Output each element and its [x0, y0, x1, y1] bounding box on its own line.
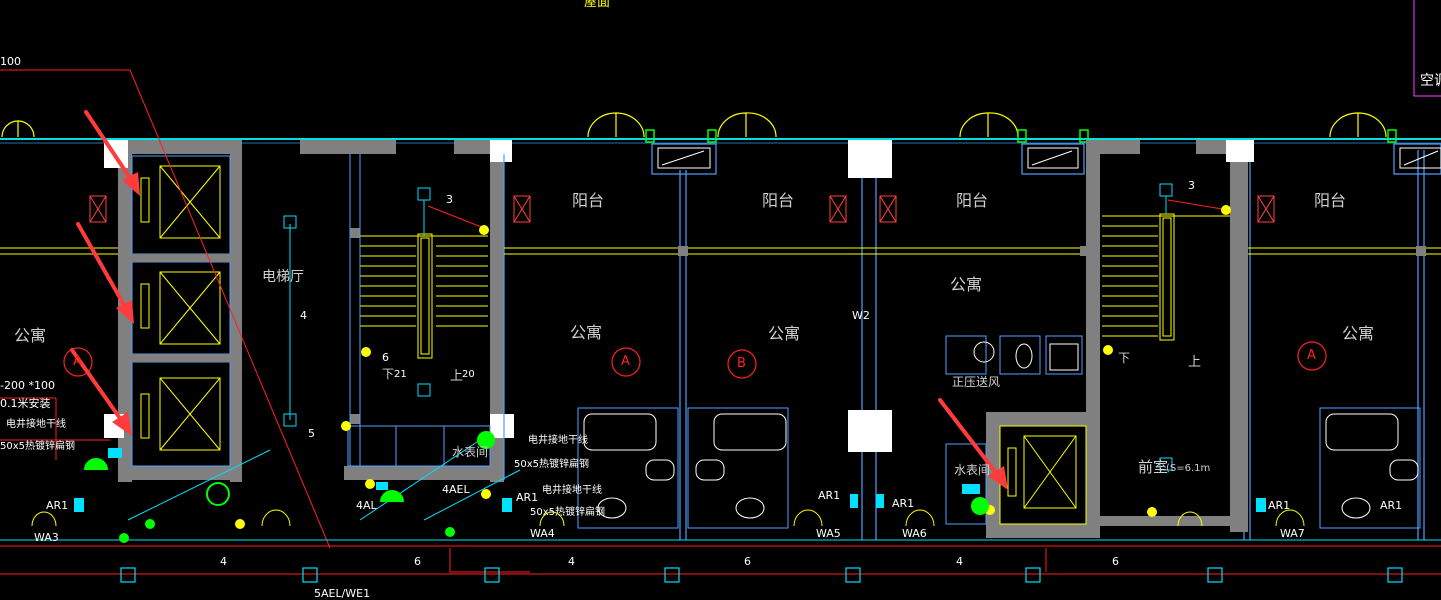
stair-down-label-1: 下 [382, 367, 395, 381]
wire-count-4a: 4 [300, 309, 307, 322]
unit-partition-walls [503, 143, 1441, 540]
wire-count-6d: 6 [1112, 555, 1119, 568]
panel-ar1-1: AR1 [46, 499, 69, 512]
wire-count-4b: 4 [220, 555, 227, 568]
water-meter-label-2: 水表间 [954, 463, 991, 477]
balcony-label-3: 阳台 [956, 191, 989, 210]
panel-ar1-4: AR1 [892, 497, 915, 510]
dimension-100-label: 100 [0, 55, 21, 68]
apartment-label-2: 公寓 [570, 323, 603, 342]
shaft-white-block [848, 140, 892, 178]
unit-type-b: B [737, 356, 746, 371]
apartment-label-4: 公寓 [950, 275, 983, 294]
shaft-steel-note-1: 50x5热镀锌扁钢 [514, 459, 590, 470]
panel-4ael-label: 4AEL [442, 483, 470, 496]
green-devices [84, 431, 989, 543]
red-wiring [0, 69, 1441, 575]
balcony-label-4: 阳台 [1314, 191, 1347, 210]
wire-count-3b: 3 [1188, 179, 1195, 192]
aircon-box-top-right [1413, 0, 1441, 97]
balcony-doors [1, 112, 1387, 138]
lamp-fixtures [235, 205, 1231, 529]
aircon-label: 空调 [1420, 73, 1441, 89]
junction-boxes-bottom [120, 567, 1403, 583]
unit-type-a-3: A [1307, 348, 1316, 363]
socket-arcs-bottom [31, 509, 1305, 527]
shaft-trunk-note-2: 电井接地干线 [542, 485, 602, 496]
left-note-height: 0.1米安装 [0, 397, 51, 410]
wire-count-21a: 21 [394, 369, 407, 380]
cyan-panel-boxes [74, 448, 1266, 512]
front-room-label: 前室 [1138, 458, 1169, 476]
unit-type-circles [63, 341, 1327, 379]
panel-4al-label: 4AL [356, 499, 377, 512]
apartment-label-1: 公寓 [14, 326, 47, 345]
wire-count-6b: 6 [414, 555, 421, 568]
shaft-trunk-note-1: 电井接地干线 [528, 435, 588, 446]
circuit-wa5: WA5 [816, 527, 841, 540]
stair-down-label-2: 下 [1118, 351, 1131, 365]
circuit-5ael: 5AEL/WE1 [314, 587, 371, 600]
stair-up-label-1: 上 [450, 369, 464, 384]
wire-count-4c: 4 [568, 555, 575, 568]
wall-joint-blocks [232, 246, 1426, 256]
wire-count-6a: 6 [382, 351, 389, 364]
panel-ar1-5: AR1 [1268, 499, 1291, 512]
interior-yellow-lines [0, 247, 1441, 255]
balcony-label-1: 阳台 [572, 191, 605, 210]
window-ac-units [657, 147, 1441, 169]
panel-ar1-3: AR1 [818, 489, 841, 502]
wire-count-5: 5 [308, 427, 315, 440]
unit-type-a-2: A [621, 354, 630, 369]
stair-core-left [300, 140, 514, 482]
red-annotation-arrows [70, 110, 1008, 490]
stair-up-label-2: 上 [1188, 355, 1202, 370]
wire-count-4d: 4 [956, 555, 963, 568]
circuit-wa7: WA7 [1280, 527, 1305, 540]
panel-ar1-2: AR1 [516, 491, 539, 504]
circuit-w2: W2 [852, 309, 870, 322]
panel-ar1-6: AR1 [1380, 499, 1403, 512]
vent-x-boxes [89, 195, 1275, 223]
left-note-trunk: 电井接地干线 [6, 419, 66, 430]
shaft-steel-note-2: 50x5热镀锌扁钢 [530, 507, 606, 518]
elevator-hall-label: 电梯厅 [262, 269, 304, 285]
front-room-area-label: (S=6.1m [1166, 463, 1211, 474]
wire-count-6c: 6 [744, 555, 751, 568]
apartment-label-5: 公寓 [1342, 324, 1375, 343]
left-note-dimension: -200 *100 [0, 379, 55, 392]
water-meter-label-1: 水表间 [452, 445, 489, 459]
unit-type-a-1: A [73, 354, 82, 369]
circuit-wa4: WA4 [530, 527, 555, 540]
left-note-steel: 50x5热镀锌扁钢 [0, 441, 76, 452]
balcony-label-2: 阳台 [762, 191, 795, 210]
shaft-white-block-lower [848, 410, 892, 452]
bathroom-fixtures [577, 341, 1421, 529]
pressurized-air-label: 正压送风 [952, 375, 1001, 389]
roof-label: 屋面 [584, 0, 611, 10]
apartment-label-3: 公寓 [768, 324, 801, 343]
wire-count-20a: 20 [462, 369, 475, 380]
wire-count-3a: 3 [446, 193, 453, 206]
circuit-wa3: WA3 [34, 531, 59, 544]
cyan-wiring [0, 183, 1441, 541]
circuit-wa6: WA6 [902, 527, 927, 540]
balcony-connector-boxes [645, 129, 1397, 143]
